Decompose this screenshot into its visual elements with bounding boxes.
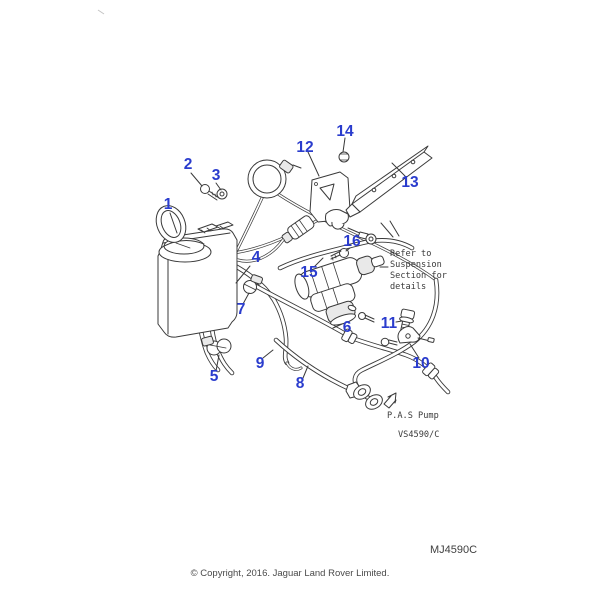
- callout-14[interactable]: 14: [336, 123, 354, 140]
- callout-16[interactable]: 16: [343, 233, 361, 250]
- bolt-2: [200, 184, 220, 201]
- callout-7[interactable]: 7: [237, 301, 246, 318]
- suspension-note: Refer to Suspension Section for details: [390, 249, 447, 292]
- callout-leaders: [169, 137, 420, 379]
- pump-label: P.A.S Pump: [387, 411, 439, 421]
- note-line-4: details: [390, 282, 426, 292]
- washer-3: [216, 188, 228, 200]
- hose-clamp-5: [201, 335, 232, 356]
- callout-12[interactable]: 12: [296, 139, 313, 156]
- callout-8[interactable]: 8: [296, 375, 305, 392]
- banjo-fitting: [345, 381, 383, 410]
- bolt-small: [380, 337, 398, 347]
- drawing-code: VS4590/C: [398, 430, 439, 440]
- rail-bracket-13: [345, 145, 433, 218]
- image-code: MJ4590C: [430, 544, 477, 556]
- callout-4[interactable]: 4: [252, 249, 261, 266]
- callout-9[interactable]: 9: [256, 355, 265, 372]
- callout-10[interactable]: 10: [412, 355, 429, 372]
- copyright-line: © Copyright, 2016. Jaguar Land Rover Lim…: [191, 568, 390, 579]
- hose-clamp-7: [243, 274, 264, 294]
- note-leader-lines: [379, 220, 400, 268]
- callout-13[interactable]: 13: [401, 174, 419, 191]
- direction-arrow-icon: [383, 392, 397, 409]
- hose-clamp-ring: [247, 159, 302, 199]
- callout-3[interactable]: 3: [212, 167, 221, 184]
- note-line-3: Section for: [390, 271, 447, 281]
- filler-cap: [155, 205, 212, 263]
- stray-mark: [97, 9, 105, 15]
- callouts: 1 2 3 4 5 6 7 8 9 10 11 12 13 14 15 16: [164, 123, 430, 392]
- note-line-1: Refer to: [390, 249, 431, 259]
- mounting-bracket-12: [309, 171, 377, 245]
- callout-5[interactable]: 5: [210, 368, 219, 385]
- callout-15[interactable]: 15: [300, 264, 318, 281]
- union-ferrule: [341, 328, 440, 380]
- callout-2[interactable]: 2: [184, 156, 193, 173]
- nut-14: [338, 151, 350, 163]
- connector-plug: [281, 215, 315, 244]
- drain-plug: [358, 312, 375, 323]
- callout-11[interactable]: 11: [381, 315, 398, 332]
- note-line-2: Suspension: [390, 260, 442, 270]
- callout-1[interactable]: 1: [164, 196, 173, 213]
- clip-10: [397, 326, 435, 344]
- callout-6[interactable]: 6: [343, 319, 352, 336]
- o-ring: [347, 304, 357, 312]
